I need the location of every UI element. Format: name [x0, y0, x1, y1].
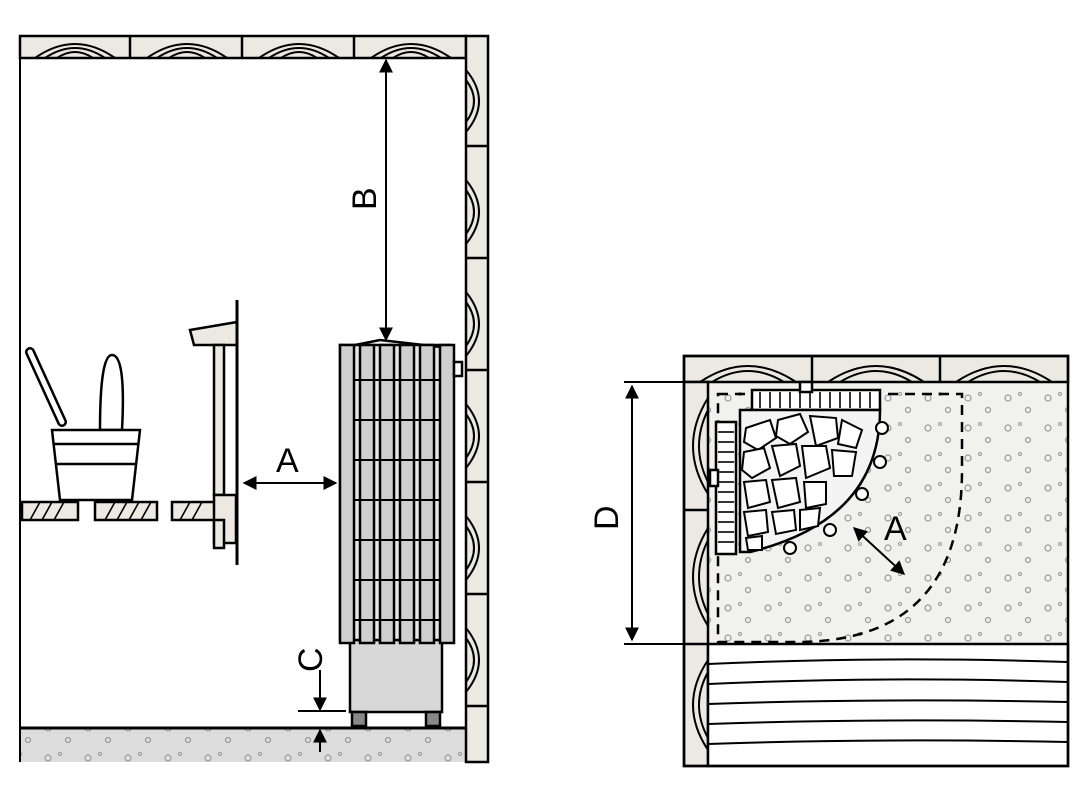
heater — [338, 338, 464, 728]
sauna-bucket-icon — [25, 347, 142, 502]
corner-heater — [708, 380, 889, 556]
dimension-label-c: C — [292, 647, 330, 672]
right-wall-boards — [464, 34, 490, 764]
dimension-lines — [242, 58, 393, 752]
ceiling-boards — [18, 34, 468, 60]
dimension-label-b: B — [346, 187, 384, 210]
side-view: A B C — [18, 34, 490, 764]
dimension-label-a: A — [276, 442, 299, 480]
dimension-label-a-top: A — [884, 510, 907, 548]
top-view: A D — [588, 354, 1070, 768]
dimension-label-d: D — [588, 505, 626, 530]
top-dimension-lines — [624, 381, 906, 645]
top-wall-boards — [682, 354, 1070, 384]
bench-boards — [706, 642, 1070, 768]
bench — [20, 320, 239, 550]
left-wall-boards — [682, 380, 710, 768]
